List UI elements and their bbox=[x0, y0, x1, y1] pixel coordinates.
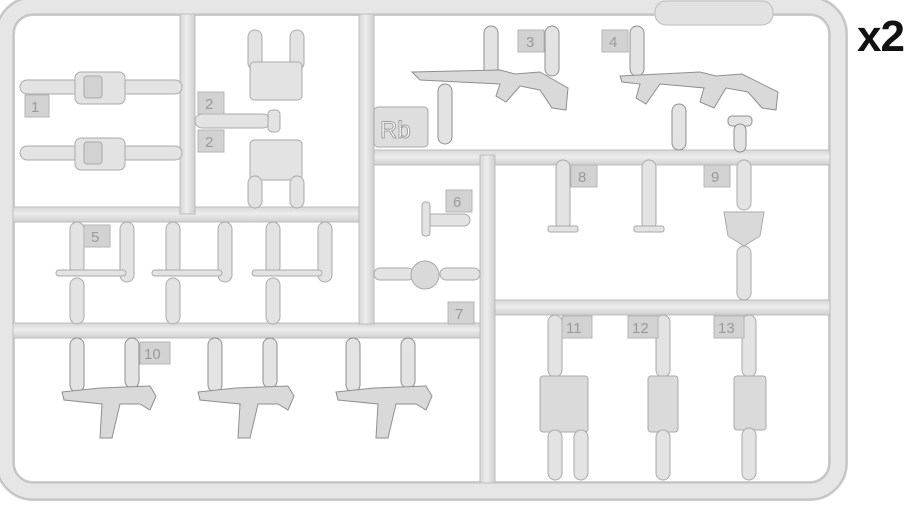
part-number-12: 12 bbox=[632, 320, 649, 337]
part-8-9 bbox=[547, 159, 765, 301]
sprue-code: Rb bbox=[380, 117, 411, 144]
injection-tab bbox=[654, 0, 774, 26]
part-number-11: 11 bbox=[566, 320, 582, 337]
sprue-frame bbox=[0, 0, 848, 501]
part-3-thompson bbox=[410, 25, 569, 145]
part-number-13: 13 bbox=[718, 320, 735, 337]
part-4-thompson bbox=[619, 25, 779, 153]
part-10-grease-guns bbox=[61, 337, 433, 439]
part-11-12-13 bbox=[539, 314, 767, 481]
part-number-7: 7 bbox=[455, 306, 463, 323]
part-number-1: 1 bbox=[31, 99, 39, 116]
part-number-2b: 2 bbox=[205, 134, 213, 151]
part-number-4: 4 bbox=[609, 34, 617, 51]
sprue-code-tag: Rb bbox=[373, 106, 429, 148]
part-number-3: 3 bbox=[526, 34, 534, 51]
part-number-5: 5 bbox=[91, 229, 99, 246]
part-6-7 bbox=[373, 201, 481, 290]
part-number-6: 6 bbox=[453, 194, 461, 211]
part-number-10: 10 bbox=[144, 346, 161, 363]
part-number-tags: 1 2 2 3 4 5 6 7 8 9 10 11 12 bbox=[24, 29, 745, 365]
part-1-pouches bbox=[19, 71, 183, 171]
part-2-pouches bbox=[194, 29, 305, 209]
quantity-multiplier-label: x2 bbox=[857, 12, 905, 61]
part-number-8: 8 bbox=[578, 169, 586, 186]
part-5-clips bbox=[55, 221, 333, 325]
runner-grid bbox=[12, 13, 831, 484]
part-number-9: 9 bbox=[711, 169, 719, 186]
part-number-2a: 2 bbox=[205, 96, 213, 113]
